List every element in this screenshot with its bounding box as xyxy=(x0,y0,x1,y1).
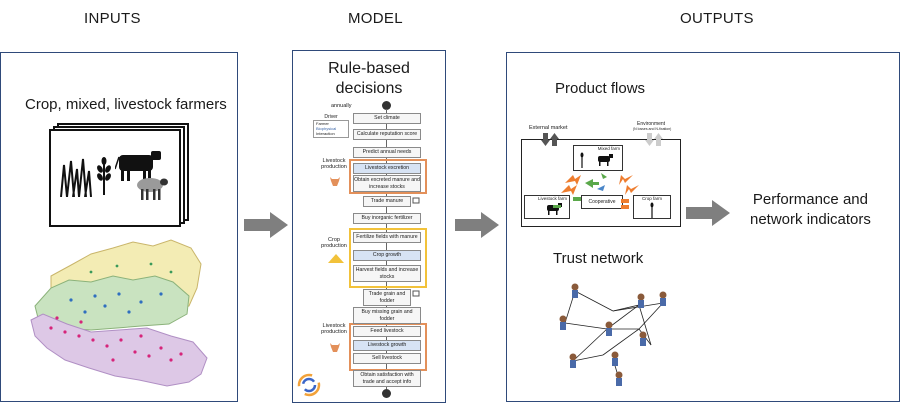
market-arrows-icon xyxy=(541,133,559,146)
livestock-farm-box: Livestock farm xyxy=(524,195,570,219)
legend-item-farmer: Farmer xyxy=(316,121,329,126)
header-inputs: INPUTS xyxy=(84,10,141,27)
step-buy-grain: Buy missing grain and fodder xyxy=(353,307,421,324)
model-panel: Rule-based decisions annually Driver Far… xyxy=(292,50,446,403)
farm-points xyxy=(49,316,183,362)
step-sell-livestock: Sell livestock xyxy=(353,353,421,364)
arrow-to-performance xyxy=(686,200,730,226)
region-map xyxy=(30,239,208,387)
step-fertilize: Fertilize fields with manure xyxy=(353,232,421,243)
performance-indicators: Performance and network indicators xyxy=(750,190,871,230)
mixed-farm-label: Mixed farm xyxy=(597,146,620,151)
mixed-farm-cow-icon xyxy=(598,154,613,166)
legend-box: Driver Farmer Biophysical Interaction xyxy=(313,114,349,140)
flow-arrows xyxy=(553,173,639,209)
performance-line2: network indicators xyxy=(750,211,871,228)
annually-label: annually xyxy=(331,103,352,109)
crop-farm-crop-icon xyxy=(650,202,654,218)
outputs-panel: Product flows External market Environmen… xyxy=(506,52,900,402)
cow-icon xyxy=(115,151,161,181)
step-trade-manure: Trade manure xyxy=(363,196,411,207)
step-reputation: Calculate reputation score xyxy=(353,129,421,140)
trade-icon-2 xyxy=(412,290,420,297)
crop-farm-label: Crop farm xyxy=(641,196,662,201)
legend-item-interaction: Interaction xyxy=(316,130,335,136)
group-crop xyxy=(349,228,427,288)
cow-head-icon-2 xyxy=(330,343,340,352)
trade-icon xyxy=(412,197,420,204)
inputs-title: Crop, mixed, livestock farmers xyxy=(25,96,227,113)
legend-item-biophysical: Biophysical xyxy=(316,125,337,131)
environment-sub-label: (N losses and N-fixation) xyxy=(633,127,672,131)
step-predict-needs: Predict annual needs xyxy=(353,147,421,158)
step-satisfaction: Obtain satisfaction with trade and accep… xyxy=(353,370,421,387)
environment-arrows-icon xyxy=(645,133,663,146)
trust-network-graph xyxy=(559,283,667,386)
logo-icon xyxy=(297,373,321,397)
grass-icon xyxy=(60,158,92,197)
trust-network-title: Trust network xyxy=(553,250,644,267)
performance-line1: Performance and xyxy=(752,191,868,208)
model-title: Rule-based decisions xyxy=(293,59,445,99)
mixed-farm-crop-icon xyxy=(580,152,584,168)
step-livestock-growth: Livestock growth xyxy=(353,340,421,351)
grain-pile-icon xyxy=(328,254,344,263)
legend-title: Driver xyxy=(324,114,338,120)
step-set-climate: Set climate xyxy=(353,113,421,124)
arrow-inputs-to-model xyxy=(244,212,288,238)
farm-illustration xyxy=(49,123,189,227)
step-trade-grain: Trade grain and fodder xyxy=(363,289,411,306)
inputs-panel: Crop, mixed, livestock farmers xyxy=(0,52,238,402)
farmer-nodes xyxy=(559,283,667,386)
step-obtain-manure: Obtain excreted manure and increase stoc… xyxy=(353,175,421,192)
start-node xyxy=(382,101,391,110)
model-title-line1: Rule-based xyxy=(328,60,410,77)
end-node xyxy=(382,389,391,398)
arrow-model-to-outputs xyxy=(455,212,499,238)
step-harvest: Harvest fields and increase stocks xyxy=(353,265,421,282)
step-buy-fertilizer: Buy inorganic fertilizer xyxy=(353,213,421,224)
wheat-icon xyxy=(97,157,111,195)
environment-label: Environment xyxy=(637,121,666,127)
header-model: MODEL xyxy=(348,10,403,27)
crop-farm-box: Crop farm xyxy=(633,195,671,219)
product-flows-title: Product flows xyxy=(555,80,646,97)
step-livestock-excretion: Livestock excretion xyxy=(353,163,421,174)
model-title-line2: decisions xyxy=(335,80,403,97)
group-livestock-1 xyxy=(349,159,427,194)
step-crop-growth: Crop growth xyxy=(353,250,421,261)
mixed-farm-box: Mixed farm xyxy=(573,145,623,171)
step-feed-livestock: Feed livestock xyxy=(353,326,421,337)
sheep-icon xyxy=(137,178,168,200)
cow-head-icon xyxy=(330,177,340,186)
header-outputs: OUTPUTS xyxy=(680,10,754,27)
external-market-label: External market xyxy=(529,125,568,131)
livestock-farm-label: Livestock farm xyxy=(537,196,567,201)
flow-line xyxy=(386,109,387,389)
